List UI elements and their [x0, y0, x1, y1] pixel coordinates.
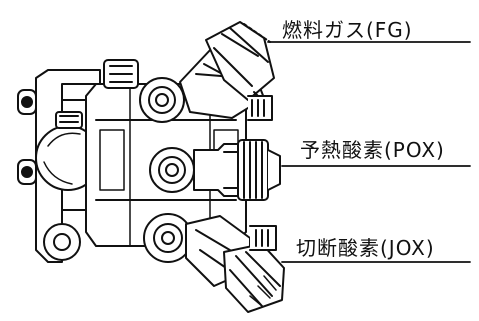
cutting-oxygen-valve: [44, 214, 284, 312]
mounting-bracket: [18, 70, 100, 262]
cutting-oxygen-label: 切断酸素(JOX): [296, 236, 435, 260]
fuel-gas-valve: [140, 22, 274, 122]
fuel-gas-label: 燃料ガス(FG): [282, 18, 413, 42]
preheat-oxygen-knob: [238, 140, 280, 200]
cutting-oxygen-knob: [224, 244, 284, 312]
preheat-oxygen-label: 予熱酸素(POX): [300, 138, 445, 162]
preheat-oxygen-valve: [150, 140, 280, 200]
